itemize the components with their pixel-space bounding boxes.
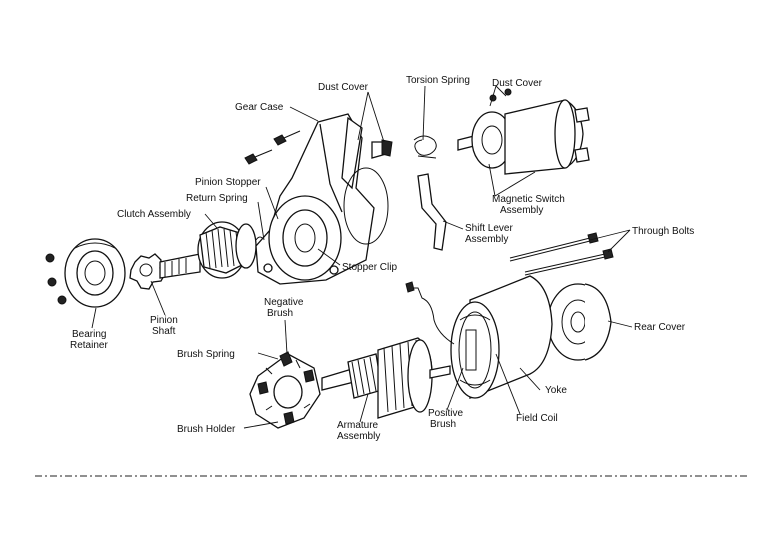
label-return-spring: Return Spring: [186, 193, 248, 204]
label-brush-holder: Brush Holder: [177, 424, 236, 435]
field-coil-lead: [410, 287, 455, 345]
part-labels: Dust Cover Torsion Spring Dust Cover Gea…: [70, 75, 694, 442]
label-magnetic-switch-line2: Assembly: [500, 205, 543, 216]
label-through-bolts: Through Bolts: [632, 226, 694, 237]
gasket-ring: [343, 167, 389, 245]
label-negative-brush-line1: Negative: [264, 297, 304, 308]
clutch-assembly: [197, 221, 257, 279]
label-armature-line2: Assembly: [337, 431, 380, 442]
label-negative-brush-line2: Brush: [267, 308, 293, 319]
gear-case: [255, 113, 375, 285]
magnetic-switch-assembly: [457, 88, 590, 175]
label-armature-line1: Armature: [337, 420, 379, 431]
pinion-shaft: [159, 253, 201, 279]
label-shift-lever-line1: Shift Lever: [465, 223, 513, 234]
dust-cover-small: [371, 139, 393, 159]
label-brush-spring: Brush Spring: [177, 349, 235, 360]
leader-lines: [91, 85, 633, 429]
label-gear-case: Gear Case: [235, 102, 284, 113]
label-stopper-clip: Stopper Clip: [342, 262, 397, 273]
label-pinion-stopper: Pinion Stopper: [195, 177, 261, 188]
armature-assembly: [321, 337, 451, 419]
label-pinion-shaft-line1: Pinion: [150, 315, 178, 326]
lead-terminal: [405, 281, 415, 293]
label-clutch-assembly: Clutch Assembly: [117, 209, 191, 220]
label-bearing-retainer-line1: Bearing: [72, 329, 106, 340]
label-dust-cover-right: Dust Cover: [492, 78, 543, 89]
label-bearing-retainer-line2: Retainer: [70, 340, 108, 351]
pinion-gear: [129, 253, 166, 290]
yoke: [450, 275, 553, 399]
label-positive-brush-line1: Positive: [428, 408, 463, 419]
retainer-screws: [45, 253, 67, 305]
shift-lever: [417, 173, 447, 251]
label-torsion-spring: Torsion Spring: [406, 75, 470, 86]
brush-holder: [249, 351, 321, 429]
through-bolts: [509, 232, 614, 276]
label-yoke: Yoke: [545, 385, 567, 396]
label-positive-brush-line2: Brush: [430, 419, 456, 430]
label-shift-lever-line2: Assembly: [465, 234, 508, 245]
bearing-retainer: [64, 238, 126, 308]
label-field-coil: Field Coil: [516, 413, 558, 424]
torsion-spring: [413, 135, 437, 159]
label-dust-cover-top: Dust Cover: [318, 82, 369, 93]
rear-cover: [547, 283, 612, 361]
label-pinion-shaft-line2: Shaft: [152, 326, 176, 337]
label-rear-cover: Rear Cover: [634, 322, 686, 333]
label-magnetic-switch-line1: Magnetic Switch: [492, 194, 565, 205]
gear-case-bolts: [244, 130, 301, 165]
